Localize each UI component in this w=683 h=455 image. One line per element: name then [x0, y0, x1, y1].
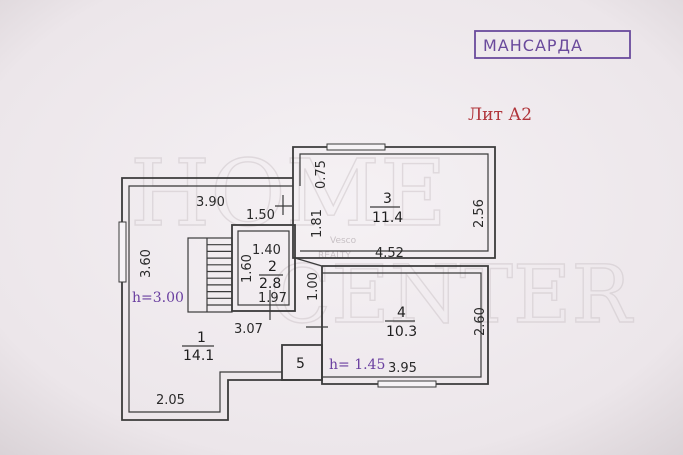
dim-1-60: 1.60 — [240, 254, 255, 283]
staircase-outline — [187, 237, 233, 313]
room-1-area: 14.1 — [183, 348, 214, 364]
room-4-number: 4 — [397, 305, 406, 321]
room-1-number: 1 — [197, 330, 206, 346]
floor-stamp: МАНСАРДА — [474, 30, 631, 59]
room-2-area: 2.8 — [259, 276, 281, 292]
dim-1-40: 1.40 — [252, 243, 281, 258]
dim-1-81: 1.81 — [310, 209, 325, 238]
dim-3-95: 3.95 — [388, 361, 417, 376]
walls — [118, 143, 496, 421]
watermark-brand: Vesco — [330, 236, 357, 246]
height-room4: h= 1.45 — [329, 357, 385, 373]
dim-2-56: 2.56 — [472, 199, 487, 228]
window-room4 — [377, 380, 437, 388]
window-left — [118, 221, 127, 283]
room-labels: 1 14.1 2 2.8 3 11.4 4 10.3 5 — [182, 191, 417, 372]
dim-3-07: 3.07 — [234, 322, 263, 337]
room3-walls-inner — [299, 153, 489, 252]
staircase — [187, 237, 233, 313]
dimensions: 3.90 1.50 3.60 1.40 1.60 1.97 1.00 3.07 … — [139, 160, 488, 408]
dim-0-75: 0.75 — [314, 160, 329, 189]
watermark-home: HOME — [130, 140, 447, 247]
dim-4-52: 4.52 — [375, 246, 404, 261]
watermark-sub: REALTY — [318, 251, 351, 261]
dim-3-90: 3.90 — [196, 195, 225, 210]
outer-wall-left — [121, 177, 300, 421]
dim-1-97: 1.97 — [258, 291, 287, 306]
room-5-number: 5 — [296, 356, 305, 372]
room3-walls — [292, 146, 496, 259]
lit-label: Лит А2 — [468, 105, 532, 125]
room-4-area: 10.3 — [386, 324, 417, 340]
dim-2-05: 2.05 — [156, 393, 185, 408]
room-3-number: 3 — [383, 191, 392, 207]
height-room1: h=3.00 — [132, 290, 184, 306]
room5-walls — [281, 344, 323, 381]
outer-wall-left-inner — [128, 185, 293, 413]
dim-1-00: 1.00 — [306, 272, 321, 301]
room2-walls-inner — [237, 230, 290, 306]
room-2-number: 2 — [268, 259, 277, 275]
floor-stamp-text: МАНСАРДА — [483, 36, 583, 55]
window-room3 — [326, 143, 386, 151]
watermark-center: CENTER — [270, 248, 634, 341]
floor-stamp-box — [474, 30, 631, 59]
dim-2-60: 2.60 — [473, 307, 488, 336]
wall-divider-1 — [294, 257, 323, 267]
room-3-area: 11.4 — [372, 210, 403, 226]
dim-1-50: 1.50 — [246, 208, 275, 223]
dim-3-60: 3.60 — [139, 249, 154, 278]
watermark: HOME CENTER Vesco REALTY — [129, 139, 635, 341]
room4-walls-inner — [322, 272, 482, 378]
